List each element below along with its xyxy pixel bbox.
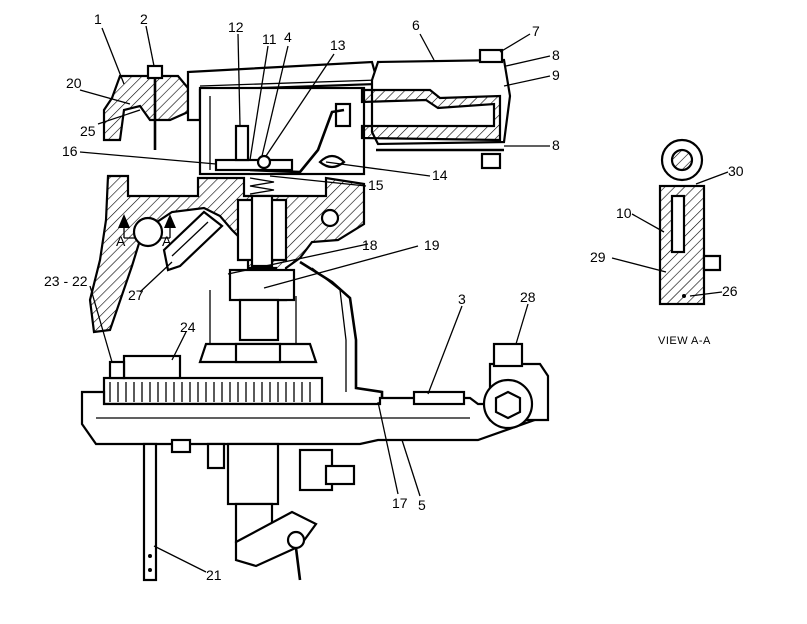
lower-block	[324, 464, 356, 486]
hex-bolt-head	[494, 390, 522, 420]
callout-8-bottom: 8	[552, 137, 560, 153]
spool-lower	[238, 298, 280, 342]
callout-23-22: 23 - 22	[44, 273, 88, 289]
bracket-bolt-top	[478, 48, 504, 64]
callout-11: 11	[262, 31, 277, 47]
view-slot	[670, 194, 686, 254]
callout-15: 15	[368, 177, 384, 193]
callout-5: 5	[418, 497, 426, 513]
view-tab-29	[702, 254, 722, 272]
spring-clip-14	[318, 154, 346, 169]
flyweight-carrier	[234, 342, 282, 364]
gear-teeth	[109, 382, 311, 402]
spool-19	[228, 268, 296, 302]
leader-lines	[79, 25, 729, 573]
view-caption: VIEW A-A	[658, 335, 711, 347]
callout-labels: 1 2 12 11 4 13 6 7 8 9 20 25 16 8 14 15 …	[44, 11, 744, 583]
callout-25: 25	[80, 123, 96, 139]
cap-bolt	[146, 64, 164, 80]
lever-bracket-wall	[360, 88, 502, 142]
callout-2: 2	[140, 11, 148, 27]
callout-14: 14	[432, 167, 448, 183]
callout-19: 19	[424, 237, 440, 253]
body-plug	[320, 208, 340, 228]
top-cap-block	[102, 74, 190, 142]
callout-24: 24	[180, 319, 196, 335]
callout-6: 6	[412, 17, 420, 33]
callout-13: 13	[330, 37, 346, 53]
view-ring-core	[670, 148, 694, 172]
callout-9: 9	[552, 67, 560, 83]
callout-3: 3	[458, 291, 466, 307]
callout-10: 10	[616, 205, 632, 221]
callout-18: 18	[362, 237, 378, 253]
gear-hub-block	[122, 354, 182, 380]
callout-30: 30	[728, 163, 744, 179]
callout-20: 20	[66, 75, 82, 91]
callout-21: 21	[206, 567, 222, 583]
pivot-shaft-27	[132, 216, 164, 248]
callout-7: 7	[532, 23, 540, 39]
linkage-rod	[249, 108, 345, 174]
callout-17: 17	[392, 495, 408, 511]
callout-12: 12	[228, 19, 244, 35]
plunger-18	[250, 194, 274, 268]
bolt-28	[492, 342, 524, 368]
drive-shaft	[226, 442, 280, 506]
adjust-screw-12	[234, 124, 250, 162]
callout-1: 1	[94, 11, 102, 27]
crank-link	[294, 547, 302, 581]
lever-support-2	[206, 442, 226, 470]
callout-29: 29	[590, 249, 606, 265]
lever-plate-16	[214, 158, 294, 172]
callout-28: 28	[520, 289, 536, 305]
view-a-a	[658, 138, 722, 306]
pivot-pin-13	[256, 154, 272, 170]
section-mark-left: A	[116, 233, 126, 249]
crank-pin	[286, 530, 306, 550]
callout-8-top: 8	[552, 47, 560, 63]
bracket-side-bolt	[334, 102, 352, 128]
section-mark-right: A	[162, 233, 172, 249]
callout-26: 26	[722, 283, 738, 299]
gear-pin-23	[108, 360, 126, 380]
right-housing-wall	[299, 260, 384, 404]
bracket-3	[412, 390, 466, 406]
main-assembly: A A	[80, 48, 550, 582]
gear-24	[102, 376, 324, 406]
lever-arm-21	[142, 442, 158, 582]
callout-27: 27	[128, 287, 144, 303]
spring-15	[249, 177, 275, 195]
callout-16: 16	[62, 143, 78, 159]
bracket-bolt-bottom	[480, 152, 502, 170]
callout-4: 4	[284, 29, 292, 45]
lever-support	[170, 438, 192, 454]
